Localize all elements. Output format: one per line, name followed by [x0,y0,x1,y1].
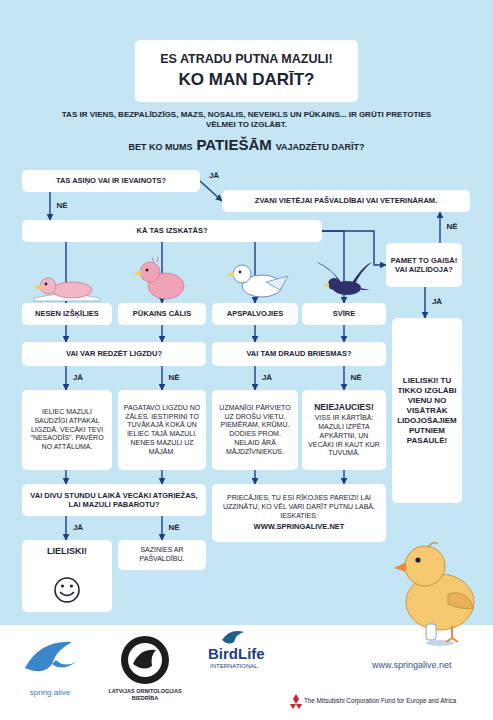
flow-arrow [65,516,66,540]
flow-arrow [65,325,66,342]
intro-emphasis: PATIEŠĀM [196,136,271,155]
edge-label: JĀ [72,524,84,533]
intro-text: TAS IR VIENS, BEZPALĪDZĪGS, MAZS, NOSALI… [50,110,443,130]
node-text: VAI TAM DRAUD BRIESMAS? [246,349,351,358]
edge-label: JĀ [72,374,84,383]
node-text: PAGATAVO LIGZDU NO ZĀLES. IESTIPRINI TO … [122,404,202,457]
flow-arrow [343,366,344,390]
node-text: SVĪRE [333,309,356,318]
sponsor-text: The Mitsubishi Corporation Fund for Euro… [304,697,489,705]
hatchling-icon [34,278,100,301]
edge-label: NĒ [445,223,458,232]
logo-text: BirdLife [208,645,288,664]
result-box-ground [22,540,112,612]
node-text: LIELISKI! TU TIKKO IZGLĀBI VIENU NO VISĀ… [396,376,458,446]
ornithology-society-logo [121,636,169,684]
web-address: www.springalive.net [372,660,488,671]
flow-arrow [200,181,222,201]
chick-illustration [394,543,474,646]
result-box: LIELISKI! TU TIKKO IZGLĀBI VIENU NO VISĀ… [392,318,462,503]
action-box: NEIEJAUCIES!VISS IR KĀRTĪBĀ: MAZUĻI IZPĒ… [302,390,386,470]
smiley [55,578,79,602]
birdlife-logo [222,631,244,644]
flow-arrow [322,231,386,265]
spring-alive-logo [25,642,76,671]
fluffy-chick-icon [133,257,184,299]
mitsubishi-logo [290,694,302,709]
category-box: PŪKAINS CĀLIS [118,303,206,325]
node-text: KO MAN DARĪT? [179,69,315,90]
node-text: ZVANI VIETĒJAI PAŠVALDĪBAI VAI VETERINĀR… [255,196,437,205]
node-text: UZMANĪGI PĀRVIETO UZ DROŠU VIETU, PIEMĒR… [216,404,294,457]
logo-text: LATVIJAS ORNITOLOĢIJAS BIEDRĪBA [100,688,190,702]
decision-box: KĀ TAS IZSKATĀS? [22,220,322,242]
node-text: PRIECĀJIES, TU ESI RĪKOJIES PAREIZI! LAI… [216,494,382,520]
flow-arrow [254,366,255,390]
action-box: PAGATAVO LIGZDU NO ZĀLES. IESTIPRINI TO … [118,390,206,470]
flow-arrow [49,192,50,220]
logo-band [0,625,493,720]
node-text: NEIEJAUCIES! [314,402,374,413]
node-text: TAS ASIŅO VAI IR IEVAINOTS? [56,176,166,185]
flow-arrow [254,470,255,484]
flow-arrow [65,470,66,484]
flow-arrow [254,325,255,342]
node-text: VISS IR KĀRTĪBĀ: MAZUĻI IZPĒTA APKĀRTNI,… [306,414,382,458]
category-box: SVĪRE [302,303,386,325]
title-box: ES ATRADU PUTNA MAZULI!KO MAN DARĪT? [135,40,358,102]
node-text: APSPALVOJIES [227,309,283,318]
logo-text: spring alive [14,688,86,698]
node-text: VAI DIVU STUNDU LAIKĀ VECĀKI ATGRIEŽAS, … [26,491,202,510]
node-text: ES ATRADU PUTNA MAZULI! [160,52,332,68]
intro-question: BET KO MUMS [128,142,192,153]
flow-arrow [343,470,344,484]
action-box: ZVANI VIETĒJAI PAŠVALDĪBAI VAI VETERINĀR… [222,190,470,212]
logo-text: INTERNATIONAL [210,663,290,671]
node-text: KĀ TAS IZSKATĀS? [137,226,208,235]
flow-arrow [161,325,162,342]
edge-label: JĀ [208,172,220,181]
action-box: PAMET TO GAISĀ! VAI AIZLIDOJA? [386,243,462,287]
decision-box: TAS ASIŅO VAI IR IEVAINOTS? [22,170,200,192]
node-text: PŪKAINS CĀLIS [133,309,191,318]
node-text: SAZINIES AR PAŠVALDĪBU. [122,546,202,564]
edge-label: NĒ [167,524,180,533]
action-box: UZMANĪGI PĀRVIETO UZ DROŠU VIETU, PIEMĒR… [212,390,298,470]
node-text: PAMET TO GAISĀ! VAI AIZLIDOJA? [390,256,458,275]
edge-label: JĀ [261,374,273,383]
decision-box: VAI DIVU STUNDU LAIKĀ VECĀKI ATGRIEŽAS, … [22,484,206,516]
flow-arrow [161,366,162,390]
swift-icon [316,262,372,296]
action-box: SAZINIES AR PAŠVALDĪBU. [118,540,206,570]
node-text: NESEN IZŠĶĪLIES [35,309,99,318]
edge-label: NĒ [55,202,68,211]
result-box: PRIECĀJIES, TU ESI RĪKOJIES PAREIZI! LAI… [212,484,386,542]
action-box: IELIEC MAZULI SAUDZĪGI ATPAKAĻ LIGZDĀ. V… [22,390,112,470]
decision-box: VAI VAR REDZĒT LIGZDU? [22,342,206,366]
node-text: LIELISKI! [47,546,87,557]
category-box: APSPALVOJIES [212,303,298,325]
flow-arrow [343,325,344,342]
node-text: WWW.SPRINGALIVE.NET [254,522,345,531]
flow-arrow [65,366,66,390]
node-text: IELIEC MAZULI SAUDZĪGI ATPAKAĻ LIGZDĀ. V… [26,408,108,452]
intro-question: VAJADZĒTU DARĪT? [276,142,365,153]
flow-arrow [439,212,440,243]
category-box: NESEN IZŠĶĪLIES [22,303,112,325]
node-text: VAI VAR REDZĒT LIGZDU? [66,349,162,358]
flow-arrow [161,470,162,484]
edge-label: NĒ [349,374,362,383]
feathered-bird-icon [226,265,288,297]
flow-arrow [424,287,425,318]
edge-label: JĀ [431,298,443,307]
flow-arrow [161,516,162,540]
result-box: LIELISKI! [22,540,112,612]
decision-box: VAI TAM DRAUD BRIESMAS? [212,342,386,366]
edge-label: NĒ [167,374,180,383]
